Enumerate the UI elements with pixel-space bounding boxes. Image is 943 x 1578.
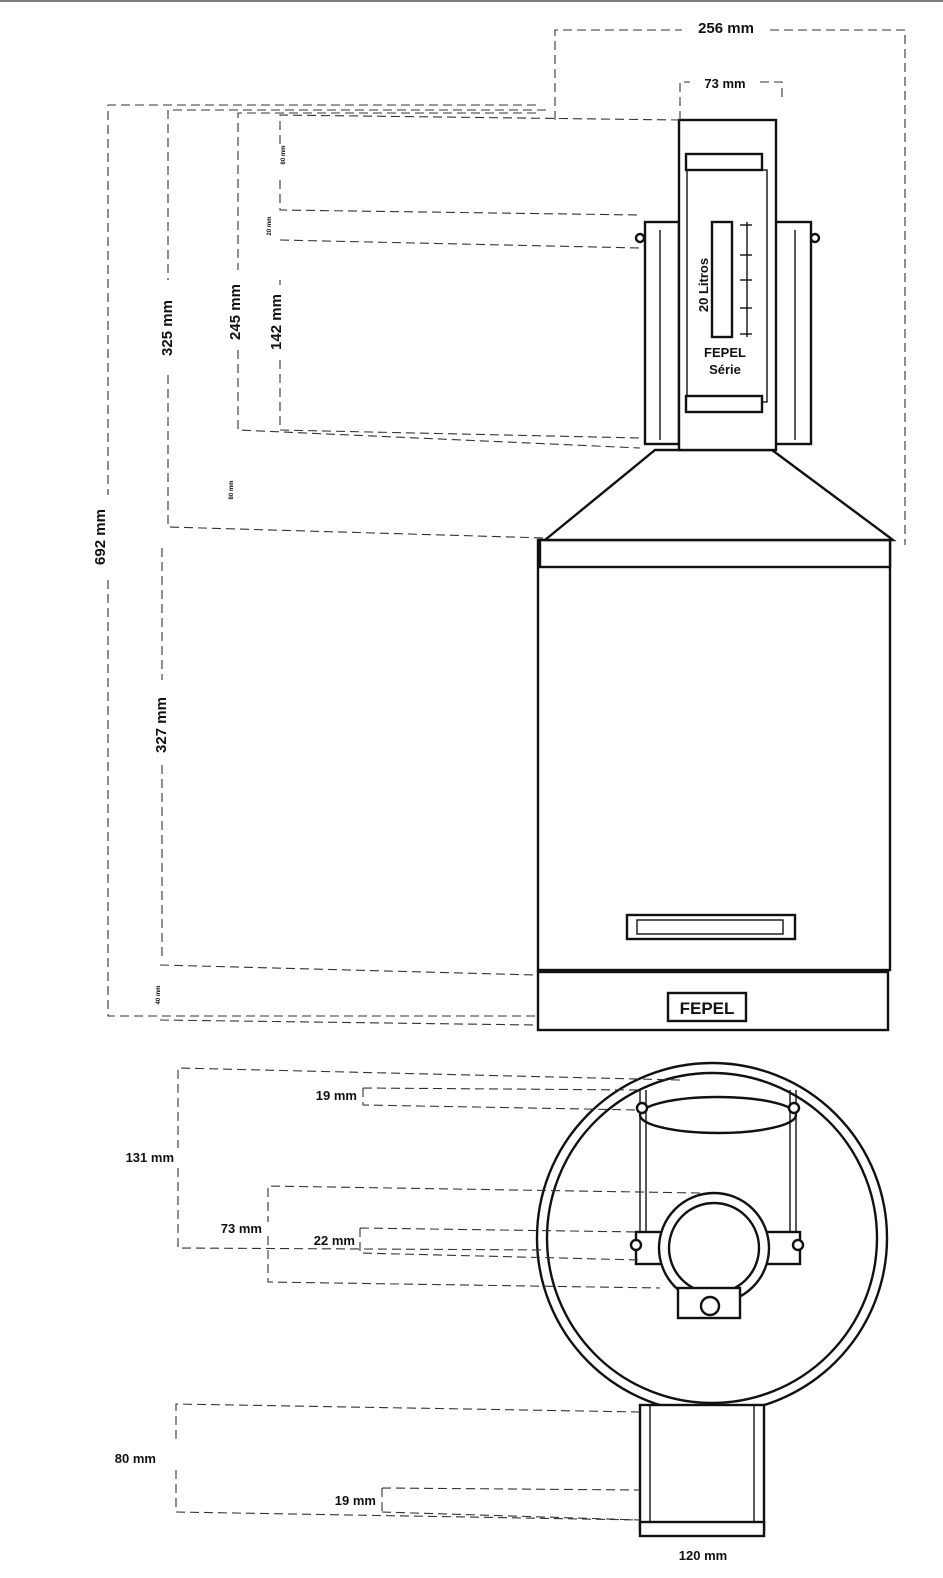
left-bracket bbox=[643, 220, 681, 446]
dim-base-line bbox=[159, 964, 537, 1026]
dim-73-plan-line bbox=[267, 1185, 701, 1289]
dim-bottom-19b-label: 19 mm bbox=[335, 1493, 376, 1508]
filler-opening bbox=[638, 1095, 798, 1135]
tank-body bbox=[536, 538, 892, 972]
dim-19a-line bbox=[362, 1087, 641, 1111]
dim-gauge-small-label: 20 mm bbox=[267, 216, 273, 235]
dim-bottom-120-label: 120 mm bbox=[679, 1548, 727, 1563]
spout-lip bbox=[638, 1520, 766, 1538]
dim-total-height-label: 692 mm bbox=[92, 509, 109, 565]
dim-19b-line bbox=[381, 1487, 641, 1521]
side-dimension-lines bbox=[107, 29, 906, 1026]
gauge-series-label: Série bbox=[709, 362, 741, 377]
left-mount-bolt bbox=[629, 1238, 643, 1252]
dim-bottom-22-label: 22 mm bbox=[314, 1233, 355, 1248]
side-elevation-view: 20 Litros FEPEL Série FEPEL bbox=[536, 118, 897, 1032]
dim-upper-height-label: 245 mm bbox=[227, 284, 244, 340]
dim-body-height-label: 327 mm bbox=[153, 697, 170, 753]
base-logo-text: FEPEL bbox=[680, 999, 735, 1018]
gauge-mount-inner bbox=[667, 1201, 761, 1295]
dim-lower-small-label: 80 mm bbox=[229, 480, 235, 499]
dim-upper-body-label: 325 mm bbox=[159, 300, 176, 356]
spout-body bbox=[638, 1403, 766, 1533]
dim-245-line bbox=[237, 112, 641, 449]
dim-131-line bbox=[177, 1067, 681, 1251]
outlet-hole bbox=[699, 1295, 721, 1317]
dim-80-line bbox=[175, 1403, 641, 1521]
dim-256-line bbox=[554, 29, 906, 545]
dim-73-top-line bbox=[679, 81, 783, 120]
base-logo-plate bbox=[666, 991, 748, 1023]
body-top-band bbox=[538, 538, 892, 569]
left-top-bolt bbox=[635, 1101, 649, 1115]
body-handle-inner bbox=[636, 919, 784, 935]
dim-base-small-label: 40 mm bbox=[156, 985, 162, 1004]
dim-22-line bbox=[359, 1227, 641, 1261]
plan-view bbox=[535, 1061, 889, 1538]
dim-bottom-73-label: 73 mm bbox=[221, 1221, 262, 1236]
plan-dimension-lines bbox=[175, 1067, 701, 1521]
dim-total-width-label: 256 mm bbox=[698, 20, 754, 37]
dim-gauge-height-label: 142 mm bbox=[268, 294, 285, 350]
gauge-brand-label: FEPEL bbox=[704, 345, 746, 360]
dim-top-width-label: 73 mm bbox=[704, 76, 745, 91]
dim-bottom-19a-label: 19 mm bbox=[316, 1088, 357, 1103]
gauge-top-cap bbox=[684, 152, 764, 172]
right-mount-bolt bbox=[791, 1238, 805, 1252]
tank-shoulder bbox=[541, 448, 897, 542]
dim-bottom-131-label: 131 mm bbox=[126, 1150, 174, 1165]
right-bracket bbox=[773, 220, 813, 446]
dim-top-small-label: 80 mm bbox=[281, 145, 287, 164]
gauge-bottom-cap bbox=[684, 394, 764, 414]
dim-325-line bbox=[167, 109, 547, 539]
dim-bottom-80-label: 80 mm bbox=[115, 1451, 156, 1466]
gauge-capacity-label: 20 Litros bbox=[696, 258, 711, 312]
dim-692-line bbox=[107, 104, 536, 1017]
dim-142-line bbox=[279, 114, 681, 439]
right-bracket-bolt bbox=[809, 232, 821, 244]
right-top-bolt bbox=[787, 1101, 801, 1115]
gauge-sight-tube bbox=[710, 220, 734, 339]
body-handle bbox=[625, 913, 797, 941]
left-bracket-bolt bbox=[634, 232, 646, 244]
